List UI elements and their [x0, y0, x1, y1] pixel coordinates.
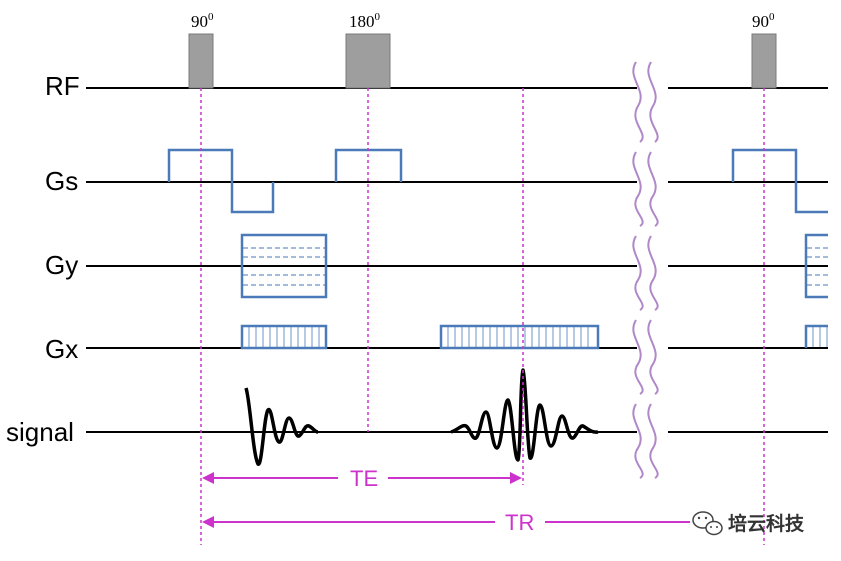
gy-phase-encode-table [240, 233, 328, 299]
wechat-icon [692, 511, 723, 536]
tr-label: TR [505, 510, 534, 535]
signal-echo [450, 368, 599, 462]
gx-readout-lobe [439, 324, 600, 350]
row-label-gs: Gs [45, 166, 78, 196]
gx-gradients [240, 324, 828, 350]
te-arrow-head-left [202, 472, 214, 484]
sequence-break-marks [632, 61, 659, 479]
rf-pulse-label-180: 1800 [349, 11, 381, 31]
gx-dephase-hatch [248, 327, 320, 347]
te-arrow-head-right [510, 472, 522, 484]
tr-interval [202, 516, 690, 528]
watermark: 培云科技 [692, 511, 805, 536]
row-label-signal: signal [6, 417, 74, 447]
te-interval [202, 472, 522, 484]
break-mark-gy [632, 235, 659, 311]
gs-slice-select-first [167, 148, 275, 214]
gx-dephase-lobe [240, 324, 328, 350]
rf-pulses [188, 33, 777, 89]
row-label-gy: Gy [45, 250, 78, 280]
rf-pulse-label-90-first: 900 [191, 11, 214, 31]
watermark-text: 培云科技 [728, 512, 805, 535]
row-label-rf: RF [45, 71, 80, 101]
tr-arrow-head-left [202, 516, 214, 528]
rf-pulse-90-first [188, 33, 214, 89]
timing-markers [200, 88, 765, 545]
rf-pulse-90-second [751, 33, 777, 89]
signal-fid [244, 387, 319, 466]
baselines [86, 87, 828, 433]
gy-gradients [240, 233, 828, 299]
gs-slice-select-second [731, 148, 828, 214]
rf-pulse-label-90-second: 900 [752, 11, 775, 31]
gy-phase-steps [243, 247, 325, 286]
gy-phase-encode-table-second [804, 233, 828, 299]
te-label: TE [350, 466, 378, 491]
break-mark-rf [632, 61, 659, 143]
break-mark-gs [632, 151, 659, 227]
break-mark-signal [632, 403, 659, 479]
break-mark-gx [632, 319, 659, 395]
rf-pulse-180 [345, 33, 391, 89]
gx-dephase-lobe-second [804, 324, 828, 348]
signals [244, 368, 599, 466]
row-label-gx: Gx [45, 334, 78, 364]
gx-dephase-hatch-second [812, 327, 828, 347]
gx-readout-hatch [447, 327, 589, 347]
